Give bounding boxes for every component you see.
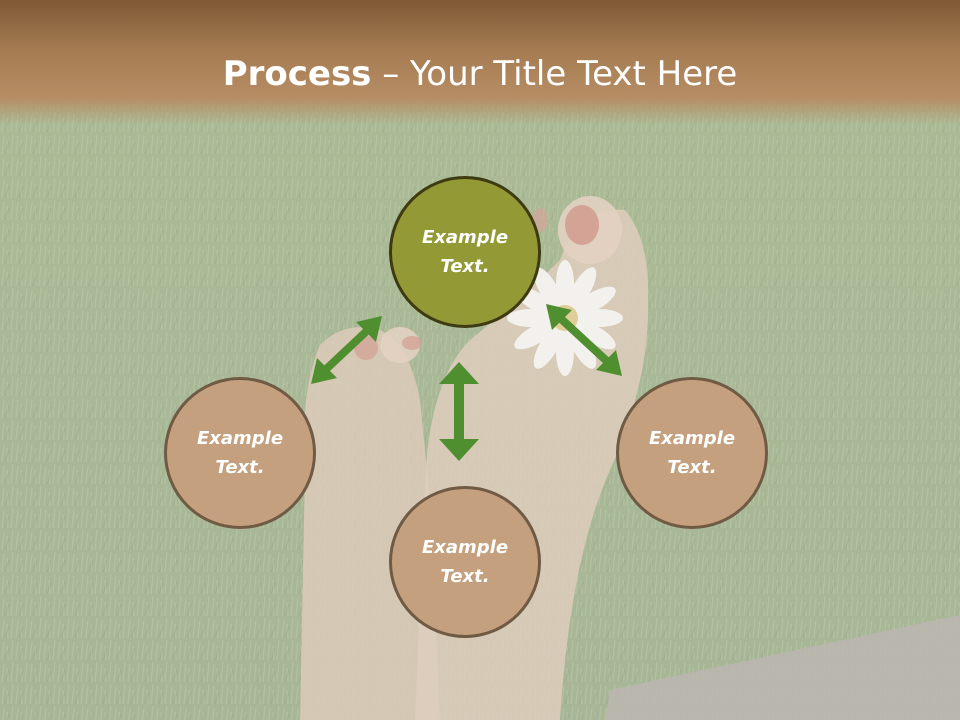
left-foot [300,327,440,720]
double-arrow-icon [311,316,382,384]
node-text-line1: Example [648,428,736,449]
node-text-line2: Text. [667,457,717,478]
toenail [402,336,422,350]
process-node-bottom: Example Text. [389,486,541,638]
title-bar [0,0,960,125]
slide-title: Process – Your Title Text Here [0,52,960,96]
node-text-line1: Example [421,537,509,558]
node-text-line2: Text. [215,457,265,478]
process-node-top: Example Text. [389,176,541,328]
node-text-line1: Example [196,428,284,449]
daisy-flower [507,260,623,376]
title-bold: Process [222,54,372,94]
double-arrow-icon [546,304,622,376]
title-rest: – Your Title Text Here [371,54,738,94]
process-node-left: Example Text. [164,377,316,529]
double-arrow-icon [439,362,479,461]
bench-wood [605,615,960,720]
process-node-right: Example Text. [616,377,768,529]
node-text-line2: Text. [440,256,490,277]
node-text-line1: Example [421,227,509,248]
left-big-toe [380,327,420,363]
node-text-line2: Text. [440,566,490,587]
toenail [565,205,599,245]
